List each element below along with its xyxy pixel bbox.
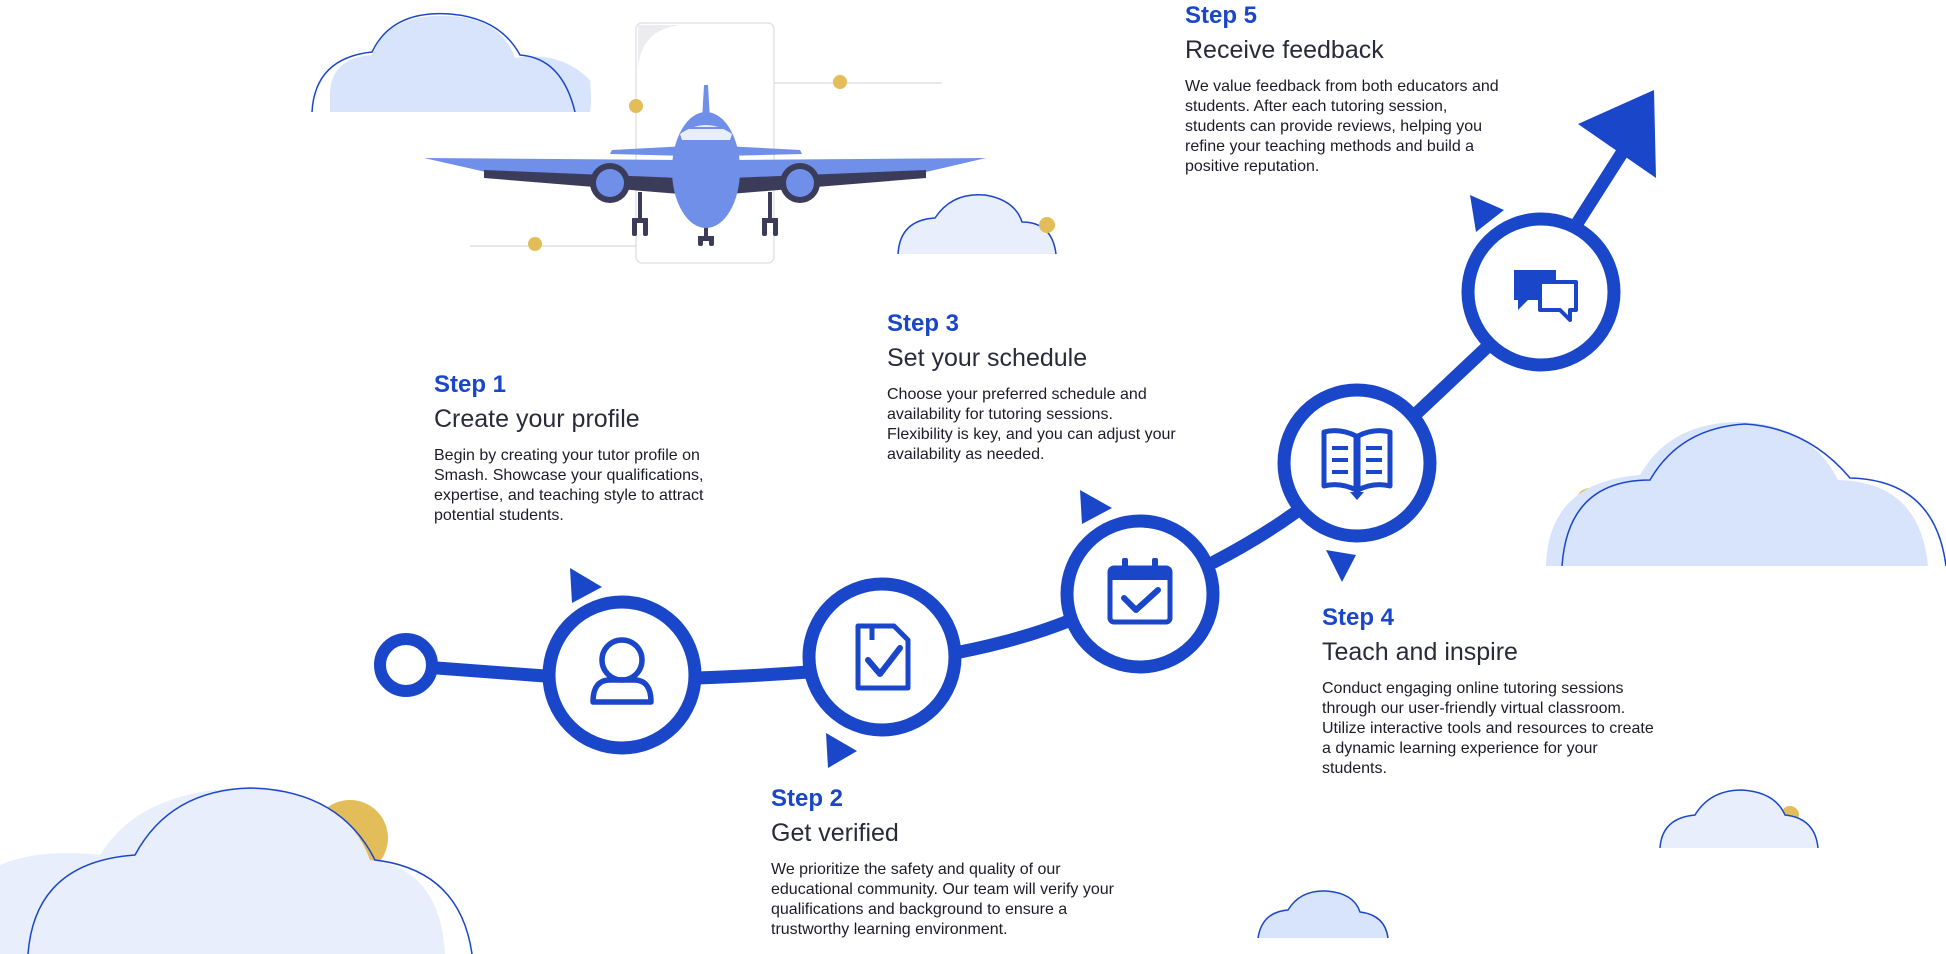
step-5-title: Receive feedback: [1185, 36, 1384, 64]
cloud-small-center: [897, 193, 1057, 255]
step-2-node: [802, 577, 962, 737]
pointer-step-3-icon: [1080, 490, 1112, 524]
step-5-label: Step 5: [1185, 2, 1258, 29]
document-check-icon: [855, 623, 911, 691]
pointer-step-2-icon: [826, 733, 857, 768]
step-3-card: Step 3 Set your schedule Choose your pre…: [887, 309, 1247, 465]
step-1-description: Begin by creating your tutor profile on …: [434, 447, 704, 524]
cloud-bottom-center: [1257, 890, 1389, 939]
step-3-node: [1060, 514, 1220, 674]
open-book-icon: [1321, 428, 1393, 500]
step-5-description: We value feedback from both educators an…: [1185, 78, 1499, 175]
cloud-right-large: [1546, 422, 1946, 567]
arrow-head-icon: [1578, 90, 1656, 178]
step-4-title: Teach and inspire: [1322, 638, 1518, 666]
step-4-label: Step 4: [1322, 604, 1395, 631]
pointer-step-1-icon: [570, 568, 602, 603]
calendar-check-icon: [1107, 558, 1173, 625]
step-2-description: We prioritize the safety and quality of …: [771, 861, 1114, 938]
step-1-title: Create your profile: [434, 405, 640, 433]
cloud-bottom-right: [1659, 789, 1819, 849]
roadmap-path: [374, 90, 1656, 697]
step-1-label: Step 1: [434, 371, 507, 398]
step-3-description: Choose your preferred schedule and avail…: [887, 386, 1176, 463]
step-4-node: [1277, 383, 1437, 543]
step-2-card: Step 2 Get verified We prioritize the sa…: [771, 784, 1131, 940]
step-5-node: [1461, 212, 1621, 372]
chat-bubbles-icon: [1514, 270, 1578, 322]
pointer-step-4-icon: [1326, 550, 1356, 582]
step-1-card: Step 1 Create your profile Begin by crea…: [434, 370, 794, 526]
step-1-node: [542, 595, 702, 755]
step-5-card: Step 5 Receive feedback We value feedbac…: [1185, 1, 1545, 177]
step-3-label: Step 3: [887, 310, 960, 337]
user-icon: [590, 637, 654, 705]
airplane-illustration: [424, 22, 986, 264]
step-2-title: Get verified: [771, 819, 899, 847]
step-4-description: Conduct engaging online tutoring session…: [1322, 680, 1654, 777]
cloud-top-left: [311, 12, 591, 113]
step-2-label: Step 2: [771, 785, 844, 812]
cloud-bottom-left: [0, 787, 473, 954]
step-4-card: Step 4 Teach and inspire Conduct engagin…: [1322, 603, 1682, 779]
start-node: [374, 633, 438, 697]
step-3-title: Set your schedule: [887, 344, 1088, 372]
pointer-step-5-icon: [1470, 195, 1504, 232]
